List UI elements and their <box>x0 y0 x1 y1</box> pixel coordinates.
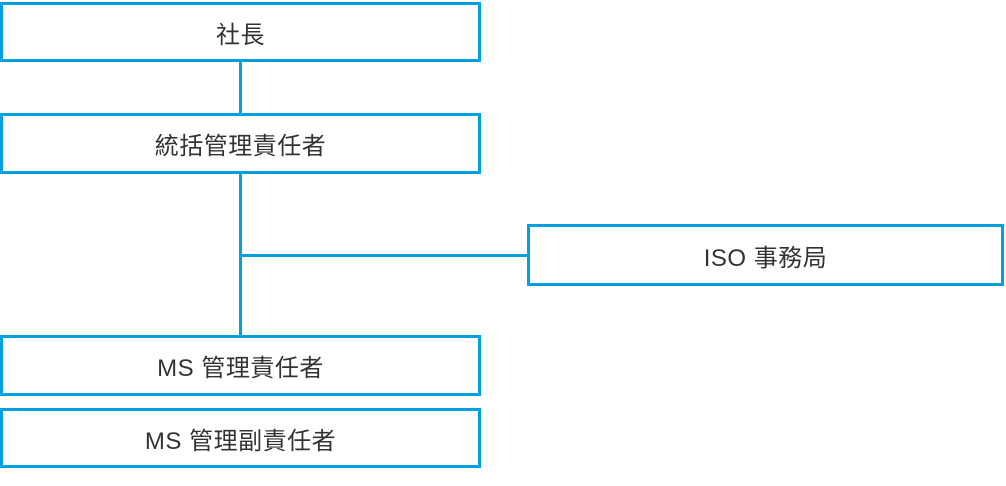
org-box-iso-office-label: ISO 事務局 <box>703 244 828 272</box>
org-box-president-label: 社長 <box>216 21 265 49</box>
org-box-general-manager: 統括管理責任者 <box>0 113 481 174</box>
org-box-iso-office: ISO 事務局 <box>527 224 1004 286</box>
connector-general-manager-to-iso-office <box>240 254 527 257</box>
org-box-ms-deputy-manager: MS 管理副責任者 <box>0 408 481 468</box>
org-box-ms-manager-label: MS 管理責任者 <box>157 355 324 382</box>
org-box-ms-deputy-manager-label: MS 管理副責任者 <box>144 427 337 455</box>
org-box-president: 社長 <box>0 2 481 62</box>
org-box-ms-manager: MS 管理責任者 <box>0 335 481 396</box>
org-box-general-manager-label: 統括管理責任者 <box>154 133 327 160</box>
connector-president-to-general-manager <box>239 62 242 113</box>
